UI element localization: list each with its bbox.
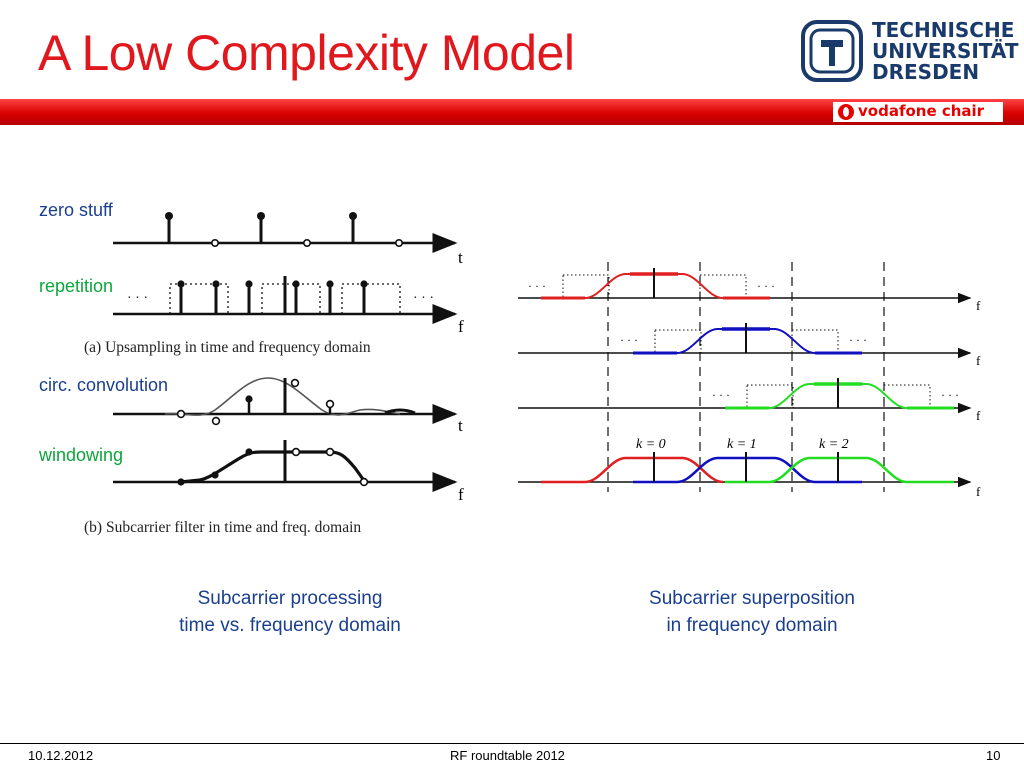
left-caption-line: time vs. frequency domain bbox=[179, 615, 401, 636]
footer-date: 10.12.2012 bbox=[28, 748, 94, 763]
chair-name: vodafone chair bbox=[858, 102, 985, 120]
subcarrier-label: k = 2 bbox=[819, 437, 849, 452]
axis-label: f bbox=[976, 484, 981, 499]
left-caption-line: Subcarrier processing bbox=[197, 588, 383, 609]
axis-label: t bbox=[458, 248, 463, 267]
ellipsis-right: · · · bbox=[941, 388, 959, 402]
university-line: DRESDEN bbox=[872, 60, 980, 84]
axis-label: f bbox=[976, 408, 981, 423]
university-line: UNIVERSITÄT bbox=[872, 39, 1019, 63]
axis-label: f bbox=[458, 485, 464, 504]
row-label-windowing: windowing bbox=[39, 445, 124, 465]
subcarrier-label: k = 0 bbox=[636, 437, 666, 452]
row-label-zero-stuff: zero stuff bbox=[39, 200, 113, 220]
tu-dresden-logo-icon bbox=[801, 20, 863, 82]
subcarrier-0-row: · · · · · · f bbox=[518, 268, 981, 313]
university-line: TECHNISCHE bbox=[872, 18, 1015, 42]
subcarrier-boundaries bbox=[607, 262, 885, 492]
axis-label: f bbox=[976, 353, 981, 368]
repetition-plot: · · · · · · f bbox=[113, 276, 464, 336]
slide-title: A Low Complexity Model bbox=[38, 25, 575, 81]
ellipsis-left: · · · bbox=[712, 388, 730, 402]
row-label-circ-convolution: circ. convolution bbox=[39, 375, 169, 395]
right-caption-line: Subcarrier superposition bbox=[649, 588, 855, 609]
zero-stuff-plot: t bbox=[113, 212, 463, 267]
axis-label: t bbox=[458, 416, 463, 435]
footer-divider bbox=[0, 743, 1024, 744]
footer-page-number: 10 bbox=[986, 748, 1001, 763]
windowing-plot: f bbox=[113, 440, 464, 504]
caption-a: (a) Upsampling in time and frequency dom… bbox=[84, 339, 371, 356]
superposition-row: k = 0 k = 1 k = 2 f bbox=[518, 437, 981, 499]
ellipsis-right: · · · bbox=[413, 291, 434, 306]
footer-event: RF roundtable 2012 bbox=[450, 748, 565, 763]
ellipsis-left: · · · bbox=[127, 291, 148, 306]
ellipsis-left: · · · bbox=[620, 333, 638, 347]
convolution-plot: t bbox=[113, 377, 463, 435]
left-caption: Subcarrier processing time vs. frequency… bbox=[130, 585, 450, 639]
axis-label: f bbox=[458, 317, 464, 336]
vodafone-logo-icon bbox=[838, 104, 854, 120]
superposition-diagram: · · · · · · f · · · · · · f · · · · · · bbox=[518, 262, 981, 499]
subcarrier-label: k = 1 bbox=[727, 437, 757, 452]
subcarrier-1-row: · · · · · · f bbox=[518, 323, 981, 368]
university-name: TECHNISCHE UNIVERSITÄT DRESDEN bbox=[872, 20, 1018, 83]
row-label-repetition: repetition bbox=[39, 276, 114, 296]
ellipsis-right: · · · bbox=[849, 333, 867, 347]
ellipsis-right: · · · bbox=[757, 279, 775, 293]
subcarrier-2-row: · · · · · · f bbox=[518, 378, 981, 423]
axis-label: f bbox=[976, 298, 981, 313]
chair-badge bbox=[833, 102, 1003, 122]
right-caption: Subcarrier superposition in frequency do… bbox=[592, 585, 912, 639]
right-caption-line: in frequency domain bbox=[666, 615, 838, 636]
caption-b: (b) Subcarrier filter in time and freq. … bbox=[84, 519, 361, 536]
ellipsis-left: · · · bbox=[528, 279, 546, 293]
processing-diagram: t · · · · · · f (a) Upsampling in time a… bbox=[84, 212, 464, 536]
